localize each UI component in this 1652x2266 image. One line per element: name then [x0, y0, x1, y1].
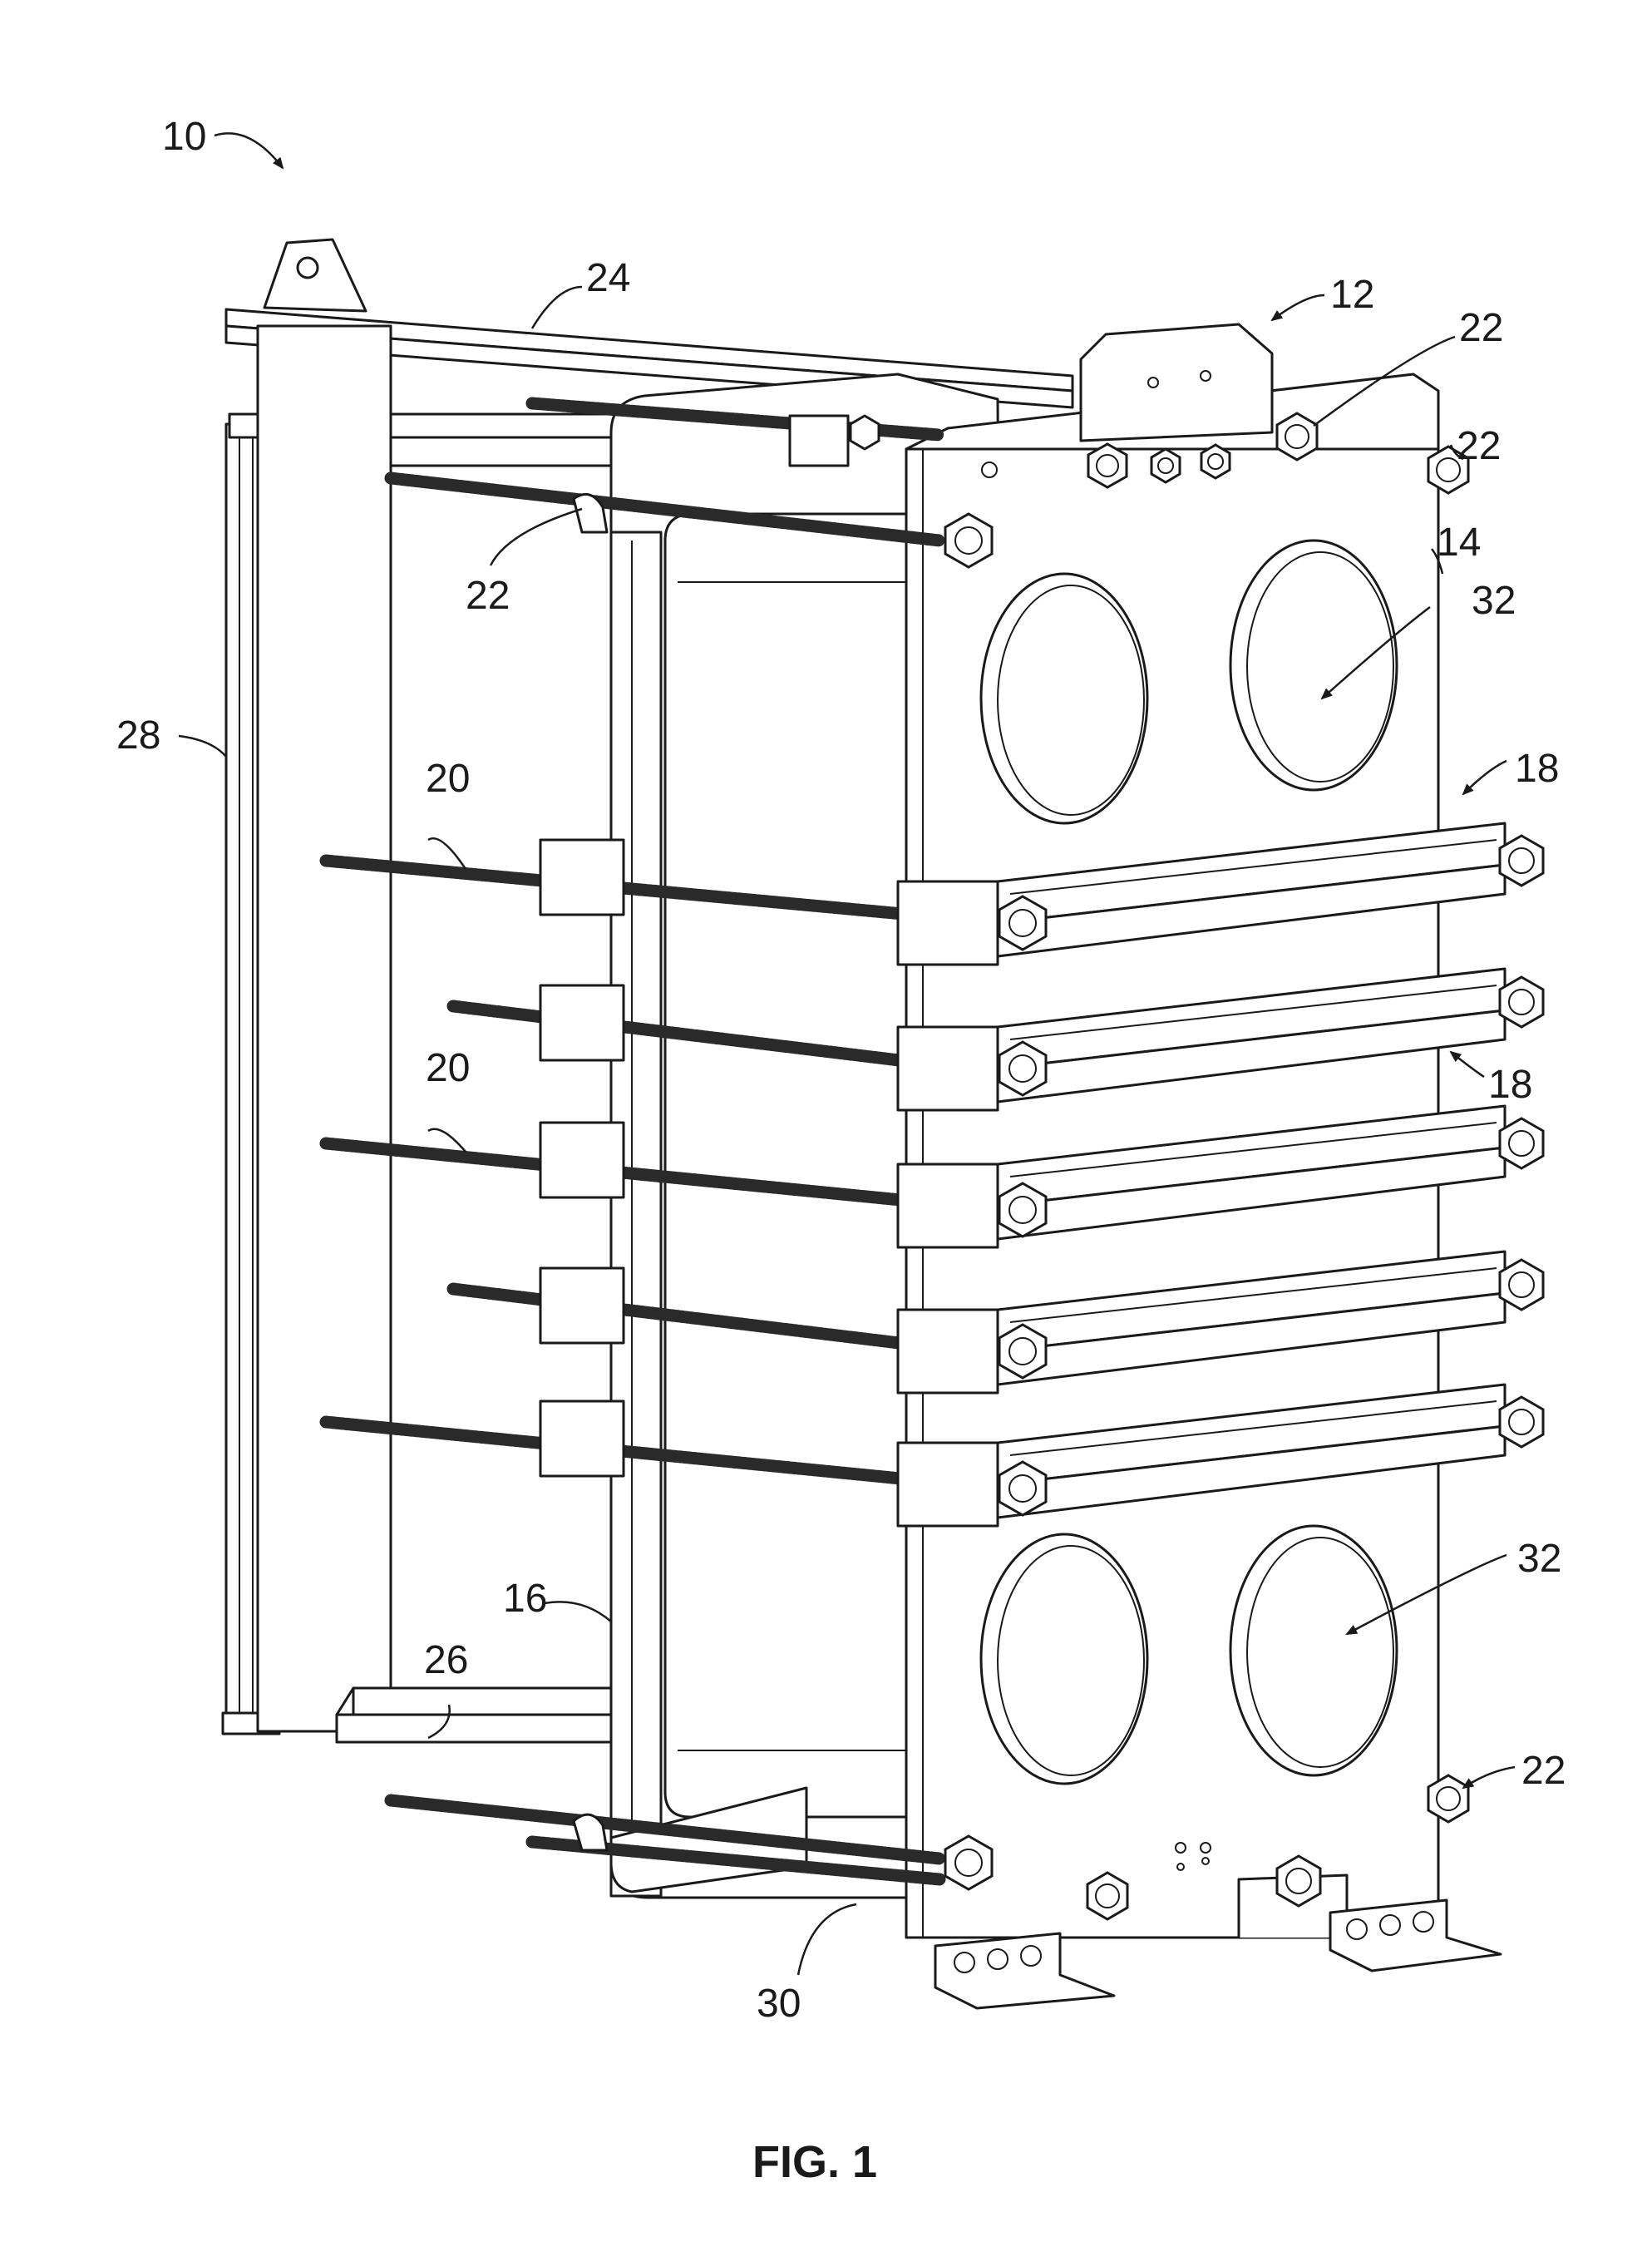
ref-bottom-guide-bar: 26: [424, 1638, 468, 1682]
nut: [1500, 1118, 1543, 1168]
nut: [945, 1836, 992, 1889]
nut: [999, 1325, 1046, 1378]
ref-pressure-plate: 14: [1437, 521, 1481, 565]
nut: [999, 1183, 1046, 1237]
nut: [1087, 1873, 1127, 1919]
nut: [1500, 836, 1543, 886]
ref-top-carrying-bar: 24: [586, 256, 630, 300]
ref-clamp-bars: 18: [1488, 1063, 1532, 1107]
ref-bolt: 22: [466, 574, 510, 618]
ref-bolt: 22: [1521, 1749, 1566, 1793]
ref-bolt: 22: [1459, 306, 1503, 350]
nut: [1277, 1856, 1320, 1906]
nut: [1151, 449, 1180, 482]
nut: [945, 514, 992, 567]
nut: [1500, 1260, 1543, 1310]
figure-caption: FIG. 1: [752, 2137, 877, 2187]
heat-transfer-plate: [665, 514, 910, 1817]
ref-heat-transfer-plate: 30: [757, 1982, 801, 2026]
ref-plate-pack: 16: [503, 1577, 547, 1621]
ref-port-openings: 32: [1517, 1537, 1561, 1581]
nut: [999, 896, 1046, 950]
nut: [1201, 445, 1230, 478]
nut: [1500, 1397, 1543, 1447]
bottom-guide-bar: [337, 1688, 615, 1742]
nut: [1277, 413, 1317, 460]
ref-tightening-rods: 20: [426, 757, 470, 801]
ref-bolt: 22: [1457, 424, 1501, 468]
lifting-hole: [298, 258, 318, 278]
fixed-frame-top: [1081, 324, 1272, 441]
nut: [851, 416, 879, 449]
ref-support-column: 28: [116, 713, 160, 758]
lower-right-port: [1230, 1526, 1397, 1775]
nut: [1500, 977, 1543, 1027]
ref-clamp-bars: 18: [1515, 747, 1559, 791]
nut: [1428, 1775, 1468, 1822]
lower-left-port: [981, 1534, 1147, 1784]
nut: [1088, 444, 1127, 487]
ref-fixed-frame-plate: 12: [1330, 273, 1374, 317]
ref-assembly: 10: [162, 115, 206, 159]
upper-right-port: [1230, 541, 1397, 790]
nut: [999, 1042, 1046, 1095]
nut: [999, 1462, 1046, 1515]
upper-left-port: [981, 574, 1147, 823]
ref-tightening-rods: 20: [426, 1046, 470, 1090]
ref-port-openings: 32: [1472, 579, 1516, 623]
